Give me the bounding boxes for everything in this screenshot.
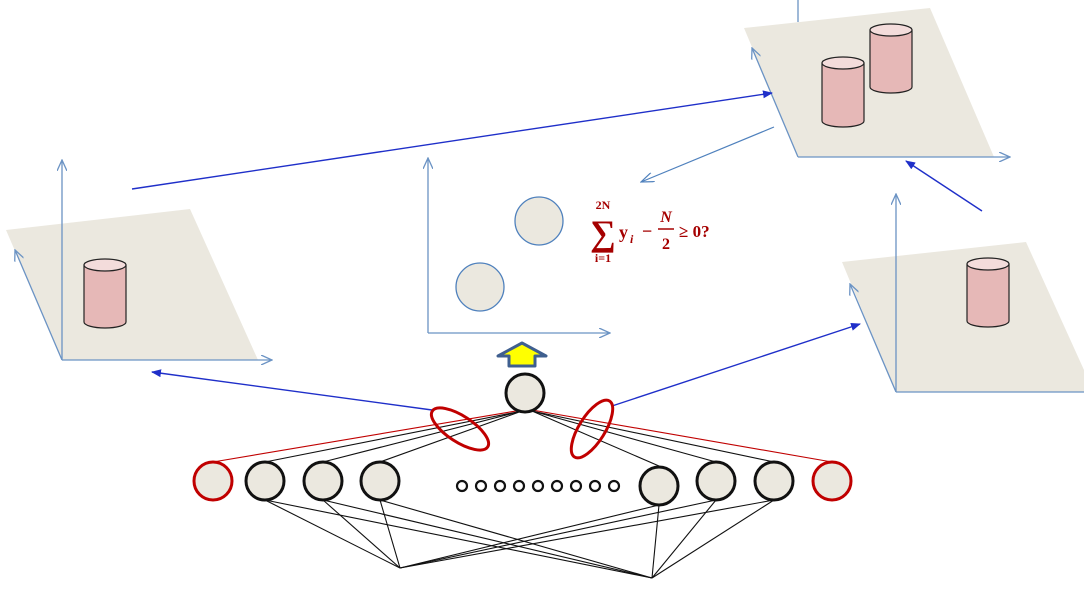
top-right-z-axis: [752, 48, 799, 158]
input-node-red-left: [192, 460, 234, 502]
center-circle-top: [514, 196, 564, 246]
left-weight-ellipse: [429, 406, 491, 452]
arrow-output-to-left-plane: [151, 369, 433, 411]
top-right-plane: [744, 8, 994, 157]
right-cylinder: [966, 257, 1010, 328]
sum-symbol: ∑: [590, 213, 616, 253]
right-plane-z-axis: [850, 284, 897, 393]
top-right-cylinder-back: [869, 23, 913, 94]
left-cylinder: [83, 258, 127, 329]
arrow-top-right-to-center: [641, 126, 775, 182]
sum-term: y: [619, 222, 628, 242]
sum-upper-limit: 2N: [596, 198, 611, 212]
left-plane-group: [6, 160, 272, 360]
minus-sign: −: [642, 221, 652, 241]
sum-lower-limit: i=1: [595, 251, 611, 265]
input-node: [638, 465, 680, 507]
input-node: [753, 460, 795, 502]
right-weight-ellipse: [569, 398, 615, 460]
input-ellipsis-dots: [455, 479, 621, 493]
fraction-denominator: 2: [662, 236, 670, 253]
input-node: [359, 460, 401, 502]
input-node: [695, 460, 737, 502]
left-plane-z-axis: [15, 250, 63, 361]
center-circle-bottom: [455, 262, 505, 312]
input-node: [302, 460, 344, 502]
arrow-left-to-top-right: [131, 90, 773, 190]
fraction-numerator: N: [659, 209, 673, 226]
right-plane: [842, 242, 1084, 392]
arrow-right-to-top-right: [905, 160, 983, 212]
output-node: [504, 372, 546, 414]
comparison: ≥ 0?: [679, 222, 710, 241]
sum-term-subscript: i: [630, 232, 634, 246]
left-plane: [6, 209, 258, 360]
center-plot-group: [428, 158, 610, 333]
top-right-plane-group: [744, 0, 1010, 157]
summation-formula: 2N ∑ i=1 y i − N 2 ≥ 0?: [590, 198, 709, 265]
input-node-red-right: [811, 460, 853, 502]
arrow-output-to-right-plane: [611, 323, 861, 407]
top-right-cylinder-front: [821, 56, 865, 128]
right-plane-group: [842, 194, 1084, 393]
network-links: [212, 409, 833, 579]
input-node: [244, 460, 286, 502]
yellow-up-arrow-icon: [496, 341, 548, 368]
